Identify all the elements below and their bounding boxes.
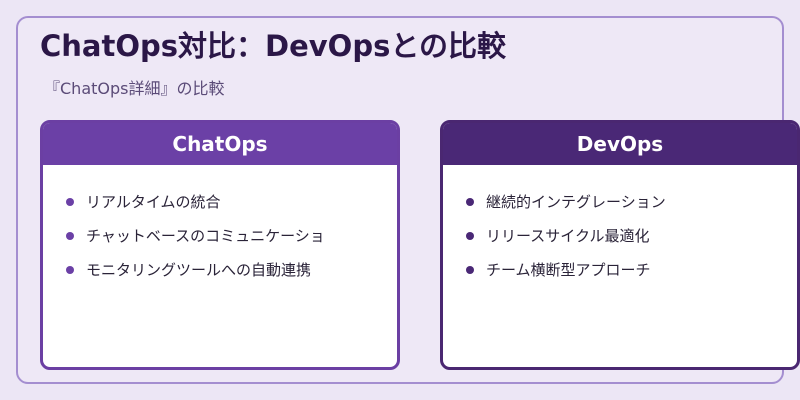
- chatops-feature-list: リアルタイムの統合 チャットベースのコミュニケーショ モニタリングツールへの自動…: [43, 165, 397, 287]
- page-subtitle: 『ChatOps詳細』の比較: [44, 79, 225, 98]
- bullet-icon: [66, 198, 74, 206]
- list-item: チーム横断型アプローチ: [443, 253, 797, 287]
- chatops-card-heading: ChatOps: [43, 123, 397, 165]
- chatops-card: ChatOps リアルタイムの統合 チャットベースのコミュニケーショ モニタリン…: [40, 120, 400, 370]
- list-item: チャットベースのコミュニケーショ: [43, 219, 397, 253]
- list-item: モニタリングツールへの自動連携: [43, 253, 397, 287]
- list-item-label: チーム横断型アプローチ: [486, 261, 651, 279]
- bullet-icon: [466, 266, 474, 274]
- devops-card: DevOps 継続的インテグレーション リリースサイクル最適化 チーム横断型アプ…: [440, 120, 800, 370]
- list-item-label: リリースサイクル最適化: [486, 227, 650, 245]
- bullet-icon: [466, 232, 474, 240]
- devops-card-heading: DevOps: [443, 123, 797, 165]
- list-item: リリースサイクル最適化: [443, 219, 797, 253]
- list-item-label: 継続的インテグレーション: [486, 193, 666, 211]
- page-title: ChatOps対比：DevOpsとの比較: [40, 29, 507, 63]
- list-item-label: チャットベースのコミュニケーショ: [86, 227, 325, 245]
- list-item: 継続的インテグレーション: [443, 185, 797, 219]
- list-item-label: モニタリングツールへの自動連携: [86, 261, 312, 279]
- devops-feature-list: 継続的インテグレーション リリースサイクル最適化 チーム横断型アプローチ: [443, 165, 797, 287]
- list-item-label: リアルタイムの統合: [86, 193, 221, 211]
- bullet-icon: [66, 266, 74, 274]
- bullet-icon: [66, 232, 74, 240]
- list-item: リアルタイムの統合: [43, 185, 397, 219]
- bullet-icon: [466, 198, 474, 206]
